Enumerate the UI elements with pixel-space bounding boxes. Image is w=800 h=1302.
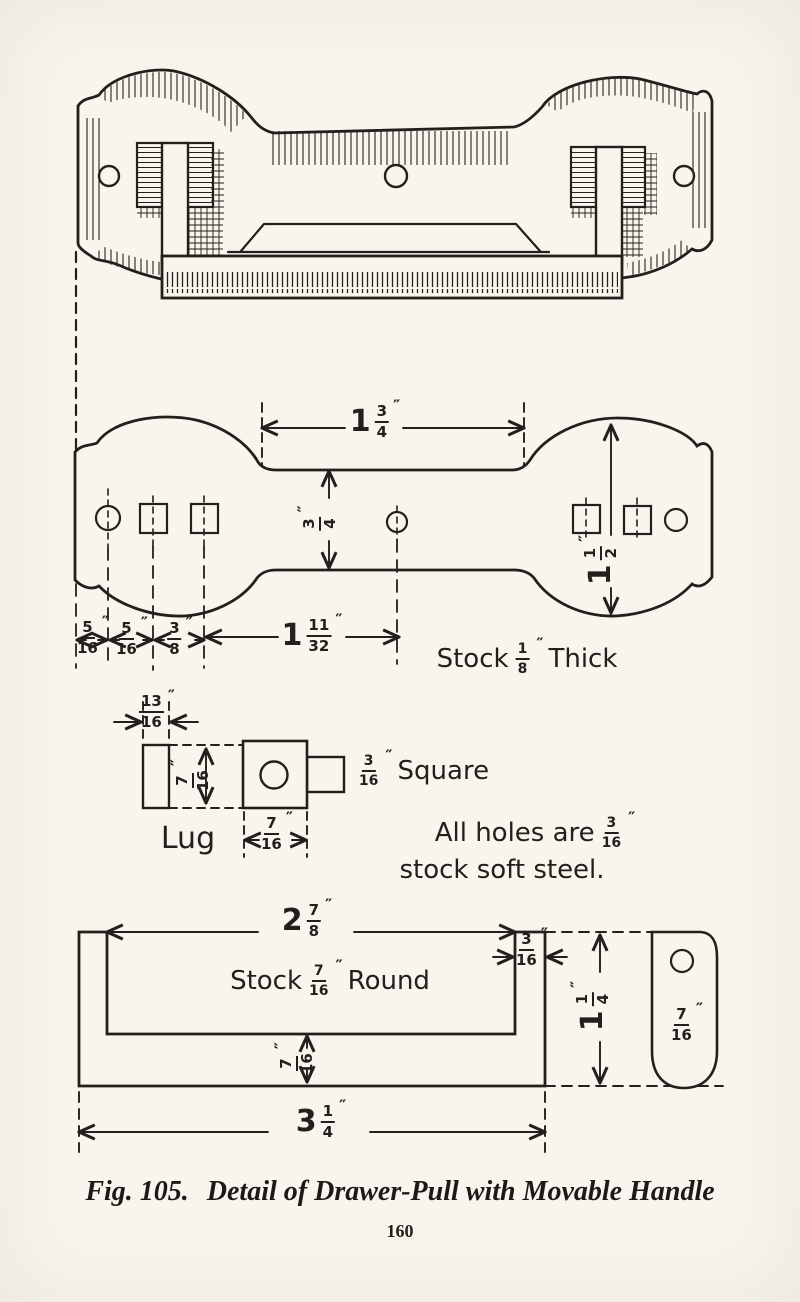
figure-number: Fig. 105. bbox=[85, 1176, 189, 1207]
lug-detail-view bbox=[113, 701, 346, 858]
bail-arm-right bbox=[594, 145, 624, 265]
handle-end-hole bbox=[669, 948, 695, 974]
extension-drop-lines bbox=[75, 539, 398, 671]
pictorial-view bbox=[74, 68, 714, 451]
mounting-holes bbox=[97, 163, 696, 189]
lug-dimension-lines bbox=[113, 722, 306, 840]
lug-right-outer bbox=[569, 145, 599, 209]
handle-detail-view bbox=[78, 930, 724, 1153]
hole-center bbox=[383, 163, 409, 189]
bail-handle bbox=[160, 141, 624, 300]
handle-end-outline bbox=[650, 930, 719, 1090]
hole-right bbox=[672, 164, 696, 188]
lug-left-inner bbox=[185, 141, 215, 209]
handle-dimension-lines bbox=[79, 932, 716, 1132]
plan-hole-right bbox=[663, 507, 689, 533]
lug-plate bbox=[141, 743, 171, 810]
bail-arm-left bbox=[160, 141, 190, 265]
figure-caption: Fig. 105. Detail of Drawer-Pull with Mov… bbox=[0, 1176, 800, 1208]
lug-left-outer bbox=[135, 141, 165, 209]
lug-tab bbox=[305, 755, 346, 794]
handle-dashed-lines bbox=[78, 931, 724, 1153]
shading-hatch bbox=[84, 71, 706, 276]
plan-dimension-lines bbox=[77, 402, 611, 640]
plan-view bbox=[73, 402, 714, 671]
lug-hole bbox=[259, 760, 289, 790]
page-number: 160 bbox=[386, 1221, 414, 1241]
figure-title: Detail of Drawer-Pull with Movable Handl… bbox=[206, 1176, 715, 1207]
label-lug: Lug bbox=[160, 821, 216, 856]
centerlines bbox=[107, 488, 638, 549]
note-holes-line2: stock soft steel. bbox=[399, 855, 605, 885]
center-boss-ridge bbox=[226, 222, 551, 254]
hole-left bbox=[97, 164, 121, 188]
